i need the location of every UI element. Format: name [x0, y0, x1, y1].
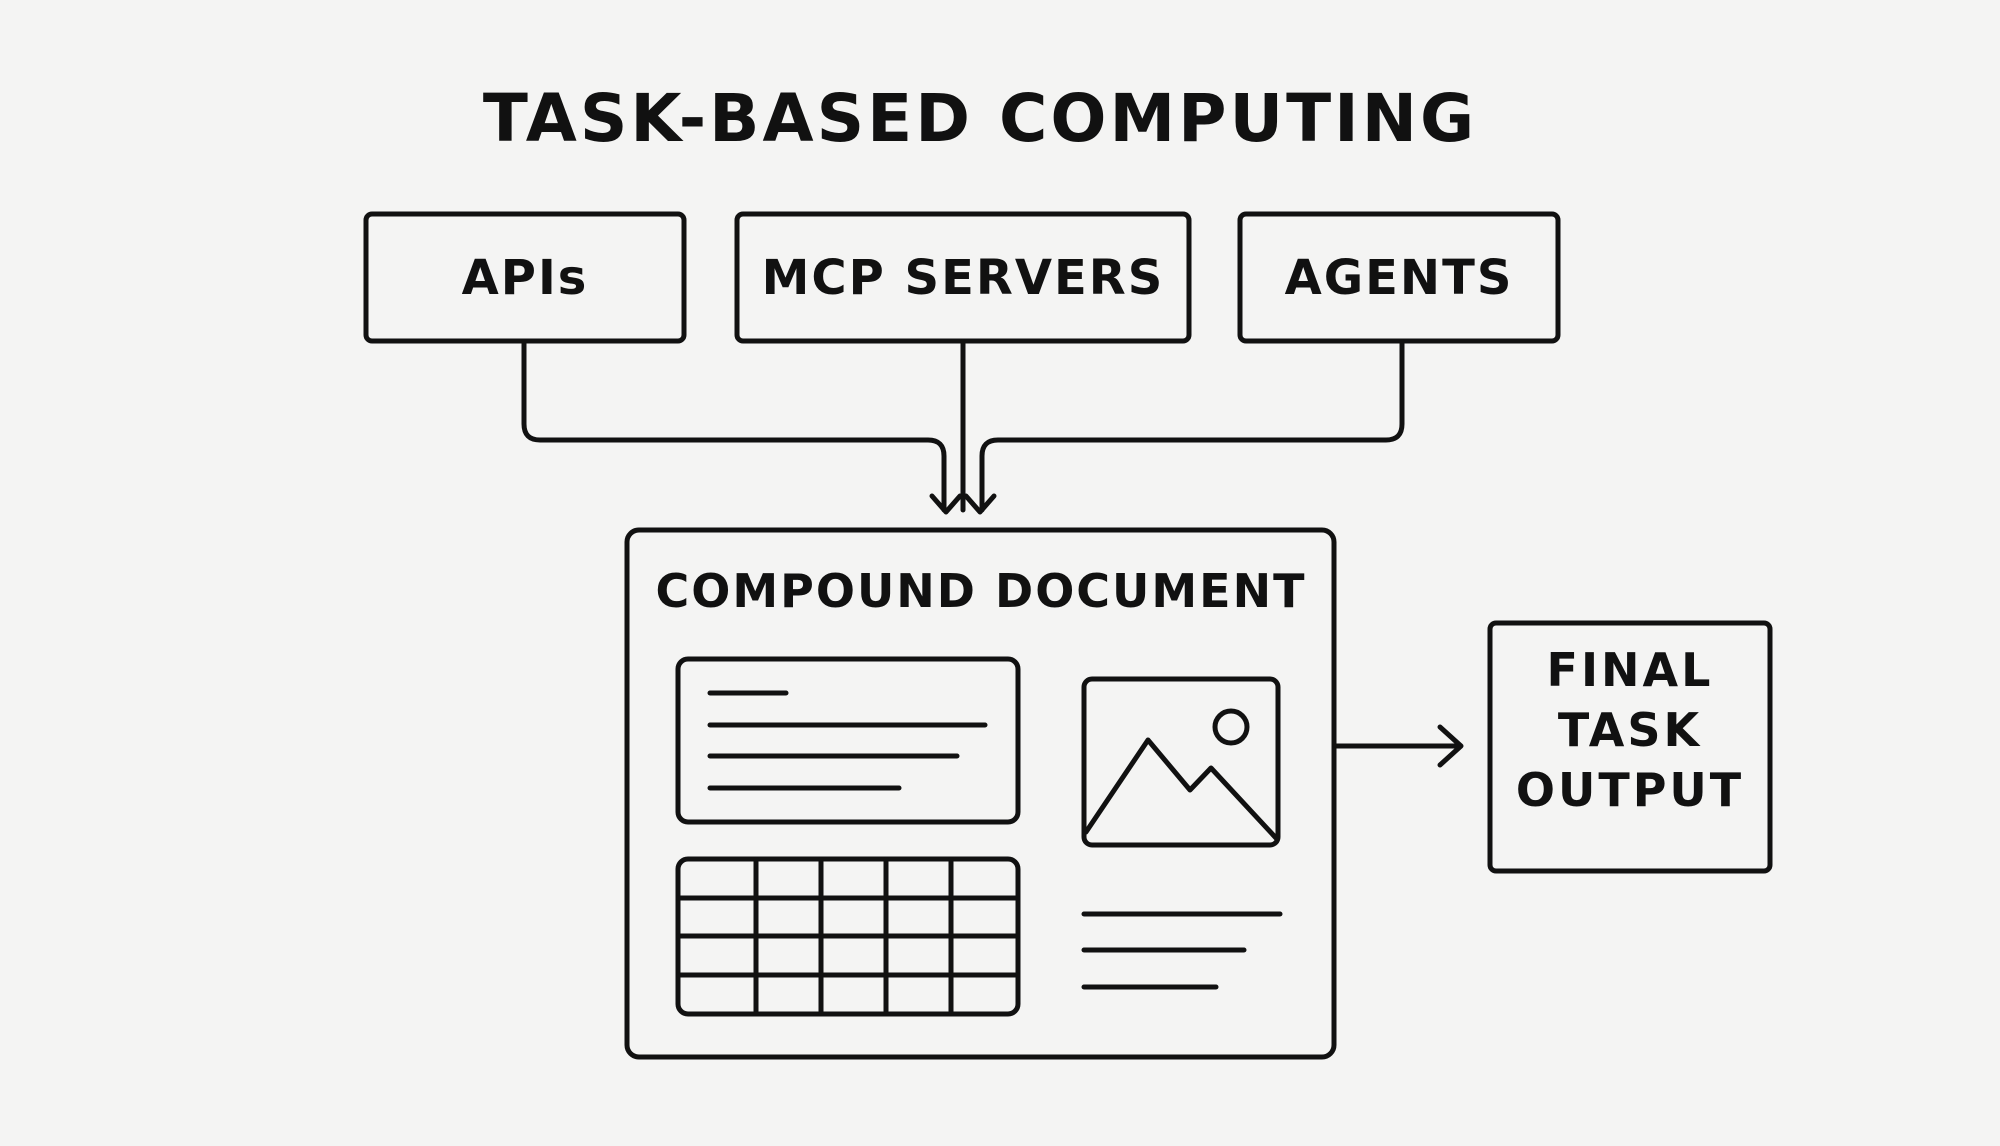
text-card [675, 656, 1021, 825]
image-icon [1081, 676, 1281, 848]
apis-connector [521, 338, 947, 513]
output-line: TASK [1557, 703, 1703, 757]
output-line: FINAL [1546, 643, 1714, 697]
agents-box [1237, 211, 1561, 344]
final-output-label: FINAL TASK OUTPUT [1490, 640, 1770, 820]
compound-document-box [624, 527, 1337, 1060]
final-output-box [1487, 620, 1773, 874]
agents-connector [979, 338, 1405, 513]
mcp-servers-label: MCP SERVERS [761, 249, 1165, 306]
diagram-title: TASK-BASED COMPUTING [482, 80, 1478, 157]
apis-label: APIs [461, 249, 589, 306]
arrowhead-left [929, 493, 963, 515]
agents-label: AGENTS [1284, 249, 1514, 306]
compound-document-label: COMPOUND DOCUMENT [655, 564, 1307, 618]
table-icon [675, 856, 1021, 1017]
output-line: OUTPUT [1515, 763, 1745, 817]
arrowhead-right [963, 493, 997, 515]
output-arrowhead [1437, 724, 1464, 768]
